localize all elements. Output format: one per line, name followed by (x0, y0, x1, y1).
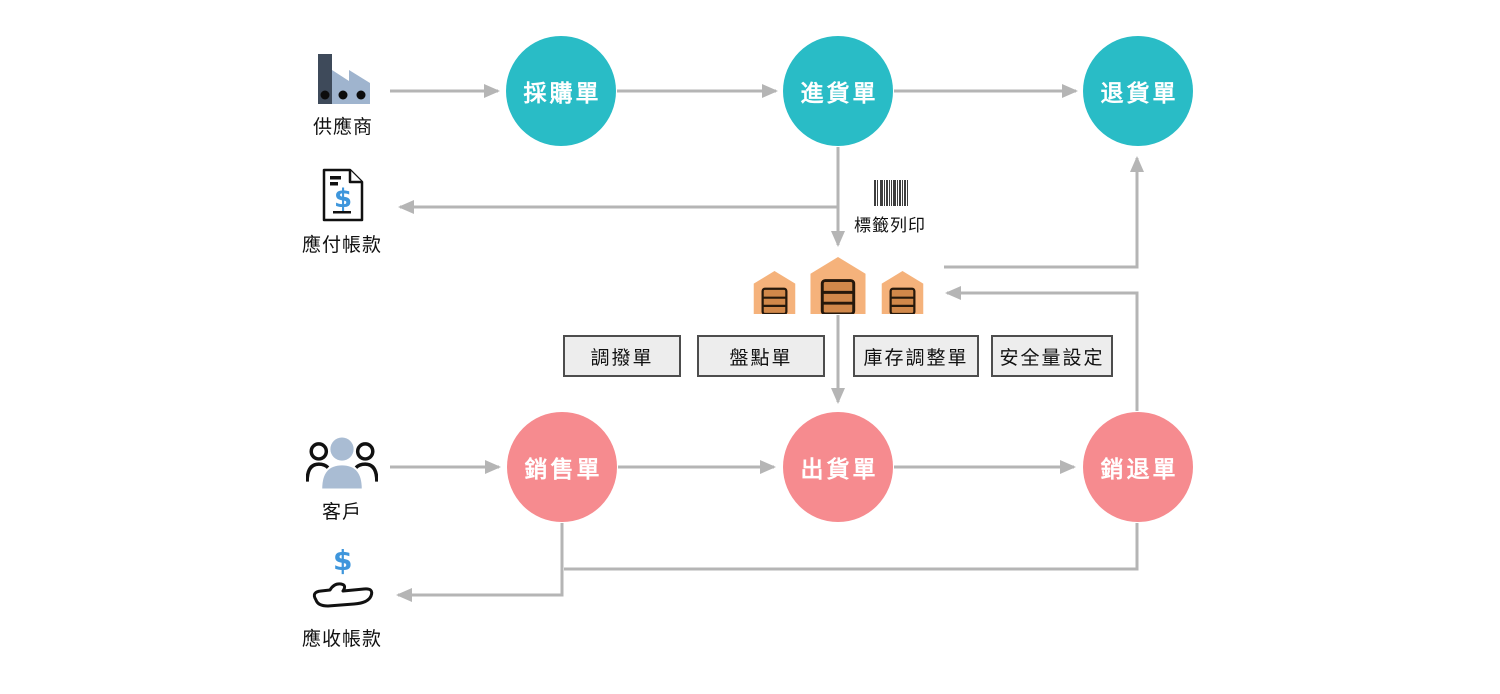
node-shipping-order-label: 出貨單 (800, 456, 879, 482)
warehouse-icon-left (753, 271, 796, 314)
payable-dollar-icon: $ (334, 184, 352, 214)
warehouse-icon-right (881, 271, 924, 314)
node-shipping-order: 出貨單 (783, 412, 893, 522)
node-sales-return-order-label: 銷退單 (1100, 456, 1179, 482)
receivable-dollar-icon: $ (333, 544, 353, 577)
node-receiving-order: 進貨單 (783, 36, 893, 146)
box-transfer-order: 調撥單 (563, 335, 681, 377)
node-sales-order-label: 銷售單 (524, 456, 603, 482)
box-stocktake-order-label: 盤點單 (729, 347, 793, 369)
node-purchase-order-label: 採購單 (523, 80, 602, 106)
label-printing-label: 標籤列印 (854, 216, 926, 235)
supplier-label: 供應商 (312, 117, 373, 138)
box-safety-stock-setting-label: 安全量設定 (999, 347, 1105, 369)
warehouse-icon-center (810, 257, 866, 314)
arrow-warehouse-to-purchase-return (944, 156, 1144, 269)
box-inventory-adjustment: 庫存調整單 (853, 335, 979, 377)
accounts-payable-label: 應付帳款 (301, 235, 382, 256)
factory-icon (318, 54, 370, 104)
node-purchase-order: 採購單 (506, 36, 616, 146)
arrow-sales-return-to-warehouse (945, 286, 1139, 411)
box-safety-stock-setting: 安全量設定 (991, 335, 1113, 377)
box-transfer-order-label: 調撥單 (590, 347, 654, 369)
node-sales-return-order: 銷退單 (1083, 412, 1193, 522)
accounts-receivable-label: 應收帳款 (301, 629, 382, 650)
line-sales-return-to-join (564, 523, 1139, 571)
invoice-icon: $ (322, 168, 364, 222)
node-receiving-order-label: 進貨單 (800, 80, 879, 106)
box-stocktake-order: 盤點單 (697, 335, 825, 377)
node-sales-order: 銷售單 (507, 412, 617, 522)
customers-icon (306, 437, 378, 489)
receiving-hand-icon (312, 582, 374, 608)
customer-label: 客戶 (321, 502, 362, 523)
barcode-icon (874, 180, 908, 206)
node-purchase-return-order: 退貨單 (1083, 36, 1193, 146)
box-inventory-adjustment-label: 庫存調整單 (863, 347, 969, 369)
arrow-sales-to-accounts-receivable (396, 523, 564, 602)
node-purchase-return-order-label: 退貨單 (1100, 80, 1179, 106)
